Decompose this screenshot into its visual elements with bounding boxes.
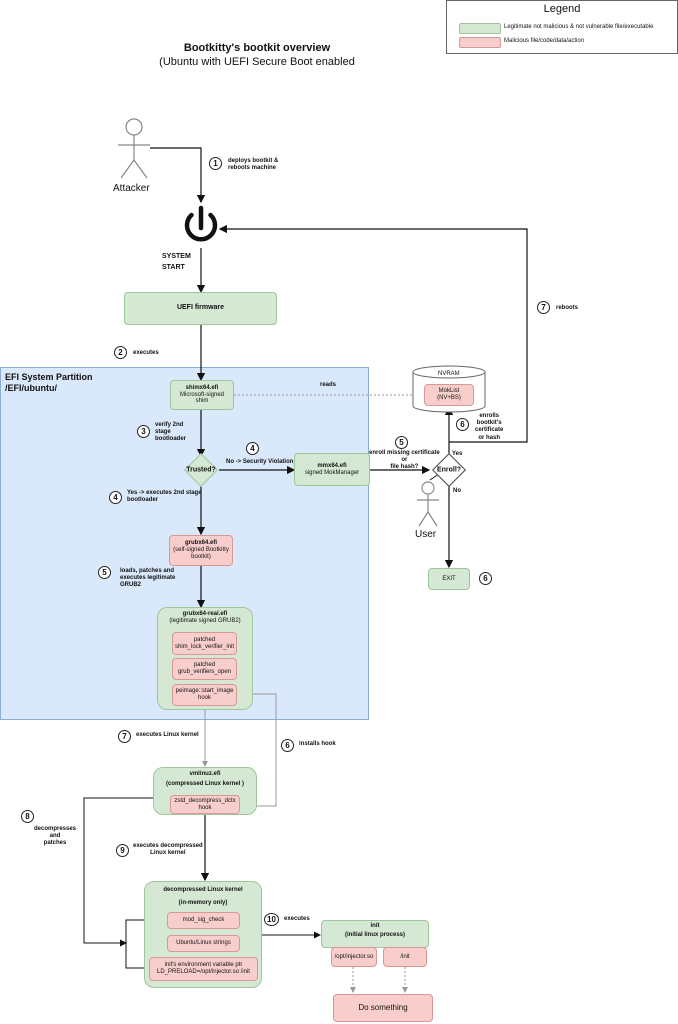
init-title: init [370, 923, 380, 929]
step-7-badge-a: 7 [537, 301, 550, 314]
legend-label-legit: Legitimate not malicious & not vulnerabl… [504, 24, 654, 30]
label-executes: executes [133, 350, 159, 356]
attacker-label: Attacker [113, 183, 150, 194]
label-enroll-missing: enroll missing certificate or file hash? [369, 450, 440, 471]
mod-sig-check-node: mod_sig_check [167, 912, 240, 929]
diagram-subtitle: (Ubuntu with UEFI Secure Boot enabled [159, 56, 355, 68]
edge-attacker-power [150, 147, 206, 204]
label-loads-patches: loads, patches and executes legitimate G… [120, 568, 176, 589]
uefi-firmware-node: UEFI firmware [124, 292, 277, 325]
legend: Legend Legitimate not malicious & not vu… [446, 0, 678, 54]
label-executes-init: executes [284, 916, 310, 922]
system-start-label: SYSTEM START [162, 253, 191, 271]
enroll-decision: Enroll? [429, 453, 469, 487]
user-figure [417, 481, 439, 527]
legend-swatch-malicious [459, 37, 501, 48]
diagram-title: Bootkitty's bootkit overview [183, 42, 331, 54]
enroll-label: Enroll? [436, 466, 462, 474]
legend-label-malicious: Malicious file/code/data/action [504, 38, 585, 44]
ubuntu-strings-node: Ubuntu/Linux strings [167, 935, 240, 952]
grub-real-subtitle: (legitimate signed GRUB2) [169, 617, 241, 624]
label-no: No [453, 488, 461, 494]
init-process-container: init (initial linux process) [321, 920, 429, 948]
nvram-label: NVRAM [438, 371, 460, 377]
label-reboots: reboots [556, 305, 579, 311]
mmx-title: mmx64.efi [317, 462, 347, 469]
vmlinuz-title: vmlinuz.efi [189, 771, 221, 777]
step-3-badge: 3 [137, 425, 150, 438]
grub-real-title: grubx64-real.efi [182, 611, 228, 617]
step-2-badge: 2 [114, 346, 127, 359]
trusted-label: Trusted? [186, 466, 216, 474]
zstd-decompress-hook: zstd_decompress_dctx hook [170, 795, 240, 814]
label-no-security-violation: No -> Security Violation [226, 459, 294, 465]
mmx-subtitle: signed MokManager [304, 469, 360, 476]
user-label: User [415, 529, 437, 540]
vmlinuz-subtitle: (compressed Linux kernel ) [165, 780, 245, 787]
step-1-badge: 1 [209, 157, 222, 170]
label-installs-hook: installs hook [299, 741, 336, 747]
label-enrolls: enrolls bootkit's certificate or hash [475, 413, 504, 441]
label-reads: reads [320, 382, 337, 388]
moklist-node: MokList (NV+BS) [424, 384, 474, 406]
shim-title: shimx64.efi [185, 384, 219, 391]
shim-node: shimx64.efi Microsoft-signed shim [170, 380, 234, 410]
legend-title: Legend [543, 3, 581, 15]
init-subtitle: (initial linux process) [344, 931, 405, 938]
kernel-title: decompressed Linux kernel [163, 887, 243, 893]
step-10-badge: 10 [264, 913, 279, 926]
label-executes-decompressed: executes decompressed Linux kernel [133, 843, 203, 857]
grubx64-node: grubx64.efi (self-signed Bootkitty bootk… [169, 535, 233, 566]
step-9-badge: 9 [116, 844, 129, 857]
exit-node: EXIT [428, 568, 470, 590]
kernel-subtitle: (in-memory only) [178, 899, 228, 906]
label-verify: verify 2nd stage bootloader [155, 422, 186, 443]
peimage-start-image-hook: peimage::start_image hook [172, 684, 237, 706]
step-4-badge-a: 4 [246, 442, 259, 455]
init-env-ld-preload-node: init's environment variable ptr LD_PRELO… [149, 957, 258, 981]
grubx64-title: grubx64.efi [184, 540, 217, 547]
patch-shim-lock-verifier: patched shim_lock_verifier_init [172, 632, 237, 655]
grubx64-subtitle: (self-signed Bootkitty bootkit) [173, 547, 229, 560]
label-executes-kernel: executes Linux kernel [136, 732, 199, 738]
step-6-badge-a: 6 [456, 418, 469, 431]
step-7-badge-b: 7 [118, 730, 131, 743]
step-6-badge-b: 6 [479, 572, 492, 585]
injector-so-node: /opt/injector.so [331, 947, 377, 967]
do-something-node: Do something [333, 994, 433, 1022]
power-icon [184, 205, 218, 242]
init-path-node: /init [383, 947, 427, 967]
label-deploys: deploys bootkit & reboots machine [228, 158, 279, 172]
legend-swatch-legit [459, 23, 501, 34]
step-8-badge: 8 [21, 810, 34, 823]
step-6-badge-c: 6 [281, 739, 294, 752]
efi-partition-title: EFI System Partition /EFI/ubuntu/ [5, 372, 93, 393]
mmx-node: mmx64.efi signed MokManager [294, 453, 370, 486]
patch-grub-verifiers-open: patched grub_verifiers_open [172, 658, 237, 680]
step-5-badge-a: 5 [395, 436, 408, 449]
trusted-decision: Trusted? [183, 453, 219, 487]
shim-subtitle: Microsoft-signed shim [179, 391, 224, 405]
label-decompresses: decompresses and patches [34, 826, 77, 847]
step-5-badge-b: 5 [98, 566, 111, 579]
step-4-badge-b: 4 [109, 491, 122, 504]
label-yes-executes: Yes -> executes 2nd stage bootloader [127, 490, 202, 504]
label-yes: Yes [452, 451, 463, 457]
attacker-figure [118, 118, 150, 179]
